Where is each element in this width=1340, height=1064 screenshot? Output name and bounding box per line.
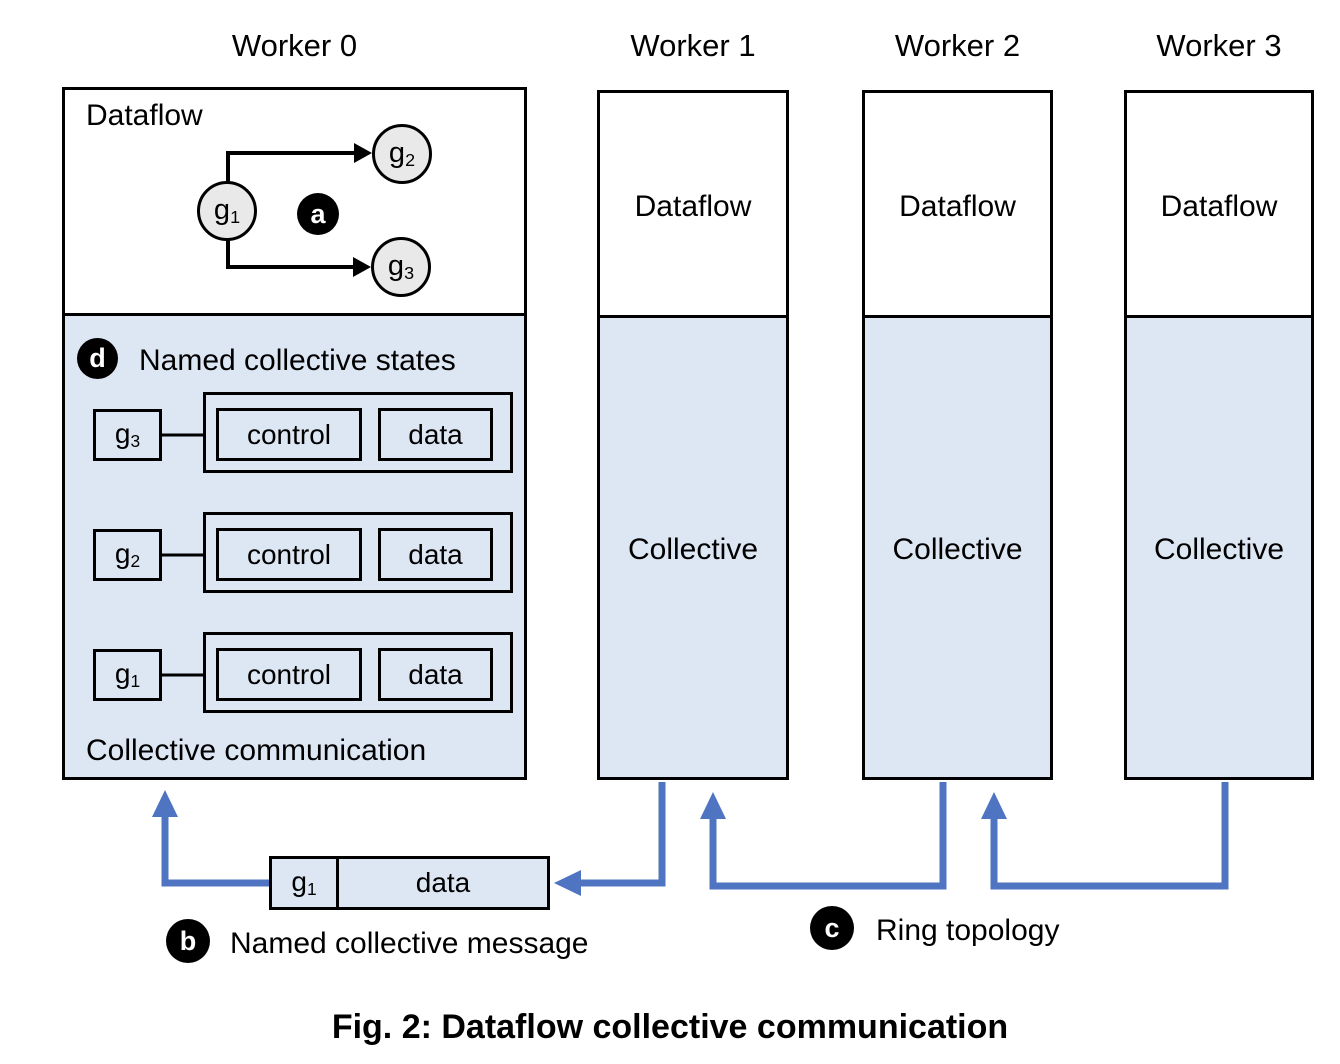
state-row-g2-outer-box xyxy=(203,512,513,593)
worker2-collective-label: Collective xyxy=(892,533,1023,566)
worker1-collective-label: Collective xyxy=(627,533,759,566)
worker1-dataflow-label: Dataflow xyxy=(634,190,752,223)
state-g3-data-box: data xyxy=(378,408,493,461)
collective-communication-label: Collective communication xyxy=(86,734,427,767)
worker3-dataflow-label: Dataflow xyxy=(1160,190,1278,223)
state-g3-control-box: control xyxy=(216,408,362,461)
state-row-g3-outer-box xyxy=(203,392,513,473)
state-g3-label: g3 xyxy=(114,418,141,451)
worker3-collective-section xyxy=(1127,315,1311,777)
annotation-badge-d-icon: d xyxy=(77,338,118,379)
state-g2-label: g2 xyxy=(114,538,141,571)
worker1-title: Worker 1 xyxy=(630,28,756,63)
worker2-dataflow-label: Dataflow xyxy=(899,190,1016,223)
state-row-g1-outer-box xyxy=(203,632,513,713)
worker0-title: Worker 0 xyxy=(231,28,358,63)
state-g1-control-box: control xyxy=(216,648,362,701)
worker1-collective-section xyxy=(600,315,786,777)
ring-topology-label: Ring topology xyxy=(876,914,1060,947)
state-g1-label: g1 xyxy=(114,658,141,691)
worker3-collective-label: Collective xyxy=(1153,533,1285,566)
ring-arrow-message-to-worker0 xyxy=(152,790,269,887)
named-collective-states-label: Named collective states xyxy=(139,344,456,377)
worker3-title: Worker 3 xyxy=(1156,28,1282,63)
worker2-dataflow-section xyxy=(865,93,1050,315)
worker2-title: Worker 2 xyxy=(894,28,1021,63)
node-g2: g2 xyxy=(372,124,432,184)
state-g1-data-box: data xyxy=(378,648,493,701)
worker1-panel xyxy=(597,90,789,780)
worker3-panel xyxy=(1124,90,1314,780)
message-g1-cell: g1 xyxy=(272,859,339,907)
worker0-dataflow-label: Dataflow xyxy=(86,99,203,132)
message-data-cell: data xyxy=(415,867,471,898)
named-collective-message-box: g1 data xyxy=(269,856,550,910)
worker2-collective-section xyxy=(865,315,1050,777)
state-g2-box: g2 xyxy=(93,529,162,581)
node-g1: g1 xyxy=(197,181,257,241)
ring-arrow-worker1-to-message xyxy=(554,782,666,896)
state-g2-control-box: control xyxy=(216,528,362,581)
state-g2-data-box: data xyxy=(378,528,493,581)
state-g1-box: g1 xyxy=(93,649,162,701)
ring-arrow-worker2-to-worker1 xyxy=(700,782,947,890)
worker3-dataflow-section xyxy=(1127,93,1311,315)
annotation-badge-a-icon: a xyxy=(297,193,339,235)
worker1-dataflow-section xyxy=(600,93,786,315)
worker2-panel xyxy=(862,90,1053,780)
annotation-badge-c-icon: c xyxy=(810,906,854,950)
named-collective-message-label: Named collective message xyxy=(230,927,589,960)
message-g1-label: g1 xyxy=(291,866,317,899)
node-g2-label: g2 xyxy=(388,137,416,170)
ring-arrow-worker3-to-worker2 xyxy=(981,782,1229,890)
annotation-badge-b-icon: b xyxy=(166,919,210,963)
node-g3-label: g3 xyxy=(387,250,415,283)
figure-caption: Fig. 2: Dataflow collective communicatio… xyxy=(331,1008,1009,1046)
node-g3: g3 xyxy=(371,237,431,297)
state-g3-box: g3 xyxy=(93,409,162,461)
node-g1-label: g1 xyxy=(213,194,241,227)
